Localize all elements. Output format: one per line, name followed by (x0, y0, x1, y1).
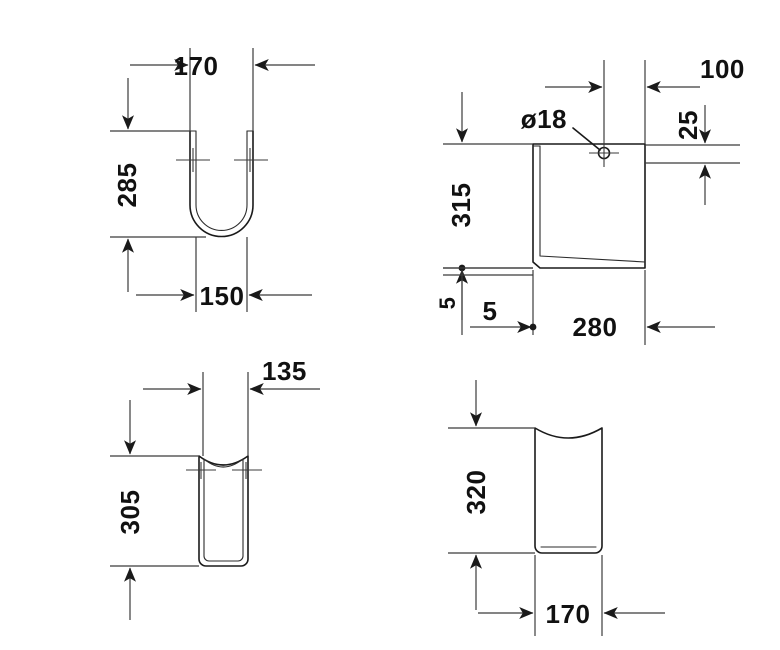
dim-label-5-horizontal: 5 (483, 296, 498, 326)
dim-label-170-top: 170 (174, 51, 219, 81)
view-bottom-right: 320 170 (448, 380, 665, 636)
dim-label-150-bottom: 150 (200, 281, 245, 311)
hole-callout-leader (572, 127, 601, 151)
side-profile-outer-contour (532, 143, 646, 269)
view-top-left: 170 285 150 (110, 48, 315, 312)
dim-label-25-right: 25 (673, 110, 703, 140)
front-body-outer-contour (534, 427, 603, 554)
dim-label-170-bottom: 170 (546, 599, 591, 629)
rear-body-outer-contour (198, 455, 249, 567)
dim-dot-5-horizontal (529, 323, 537, 331)
dim-label-320-left: 320 (461, 470, 491, 515)
dim-label-hole-diameter: ø18 (521, 104, 567, 134)
dim-label-305-left: 305 (115, 490, 145, 535)
dim-label-100-top: 100 (700, 54, 745, 84)
rear-body-inner-contour (203, 458, 244, 562)
view-top-right: ø18 100 25 315 5 (435, 54, 745, 345)
dim-label-280-bottom: 280 (573, 312, 618, 342)
dim-label-5-vertical: 5 (435, 297, 460, 310)
u-shape-outer-contour (189, 130, 254, 238)
dim-label-285-left: 285 (112, 163, 142, 208)
dim-label-315-left: 315 (446, 183, 476, 228)
view-bottom-left: 135 305 (110, 356, 320, 620)
u-shape-inner-contour (195, 130, 248, 232)
dim-label-135-top: 135 (262, 356, 307, 386)
side-profile-inner-wall (539, 145, 646, 263)
